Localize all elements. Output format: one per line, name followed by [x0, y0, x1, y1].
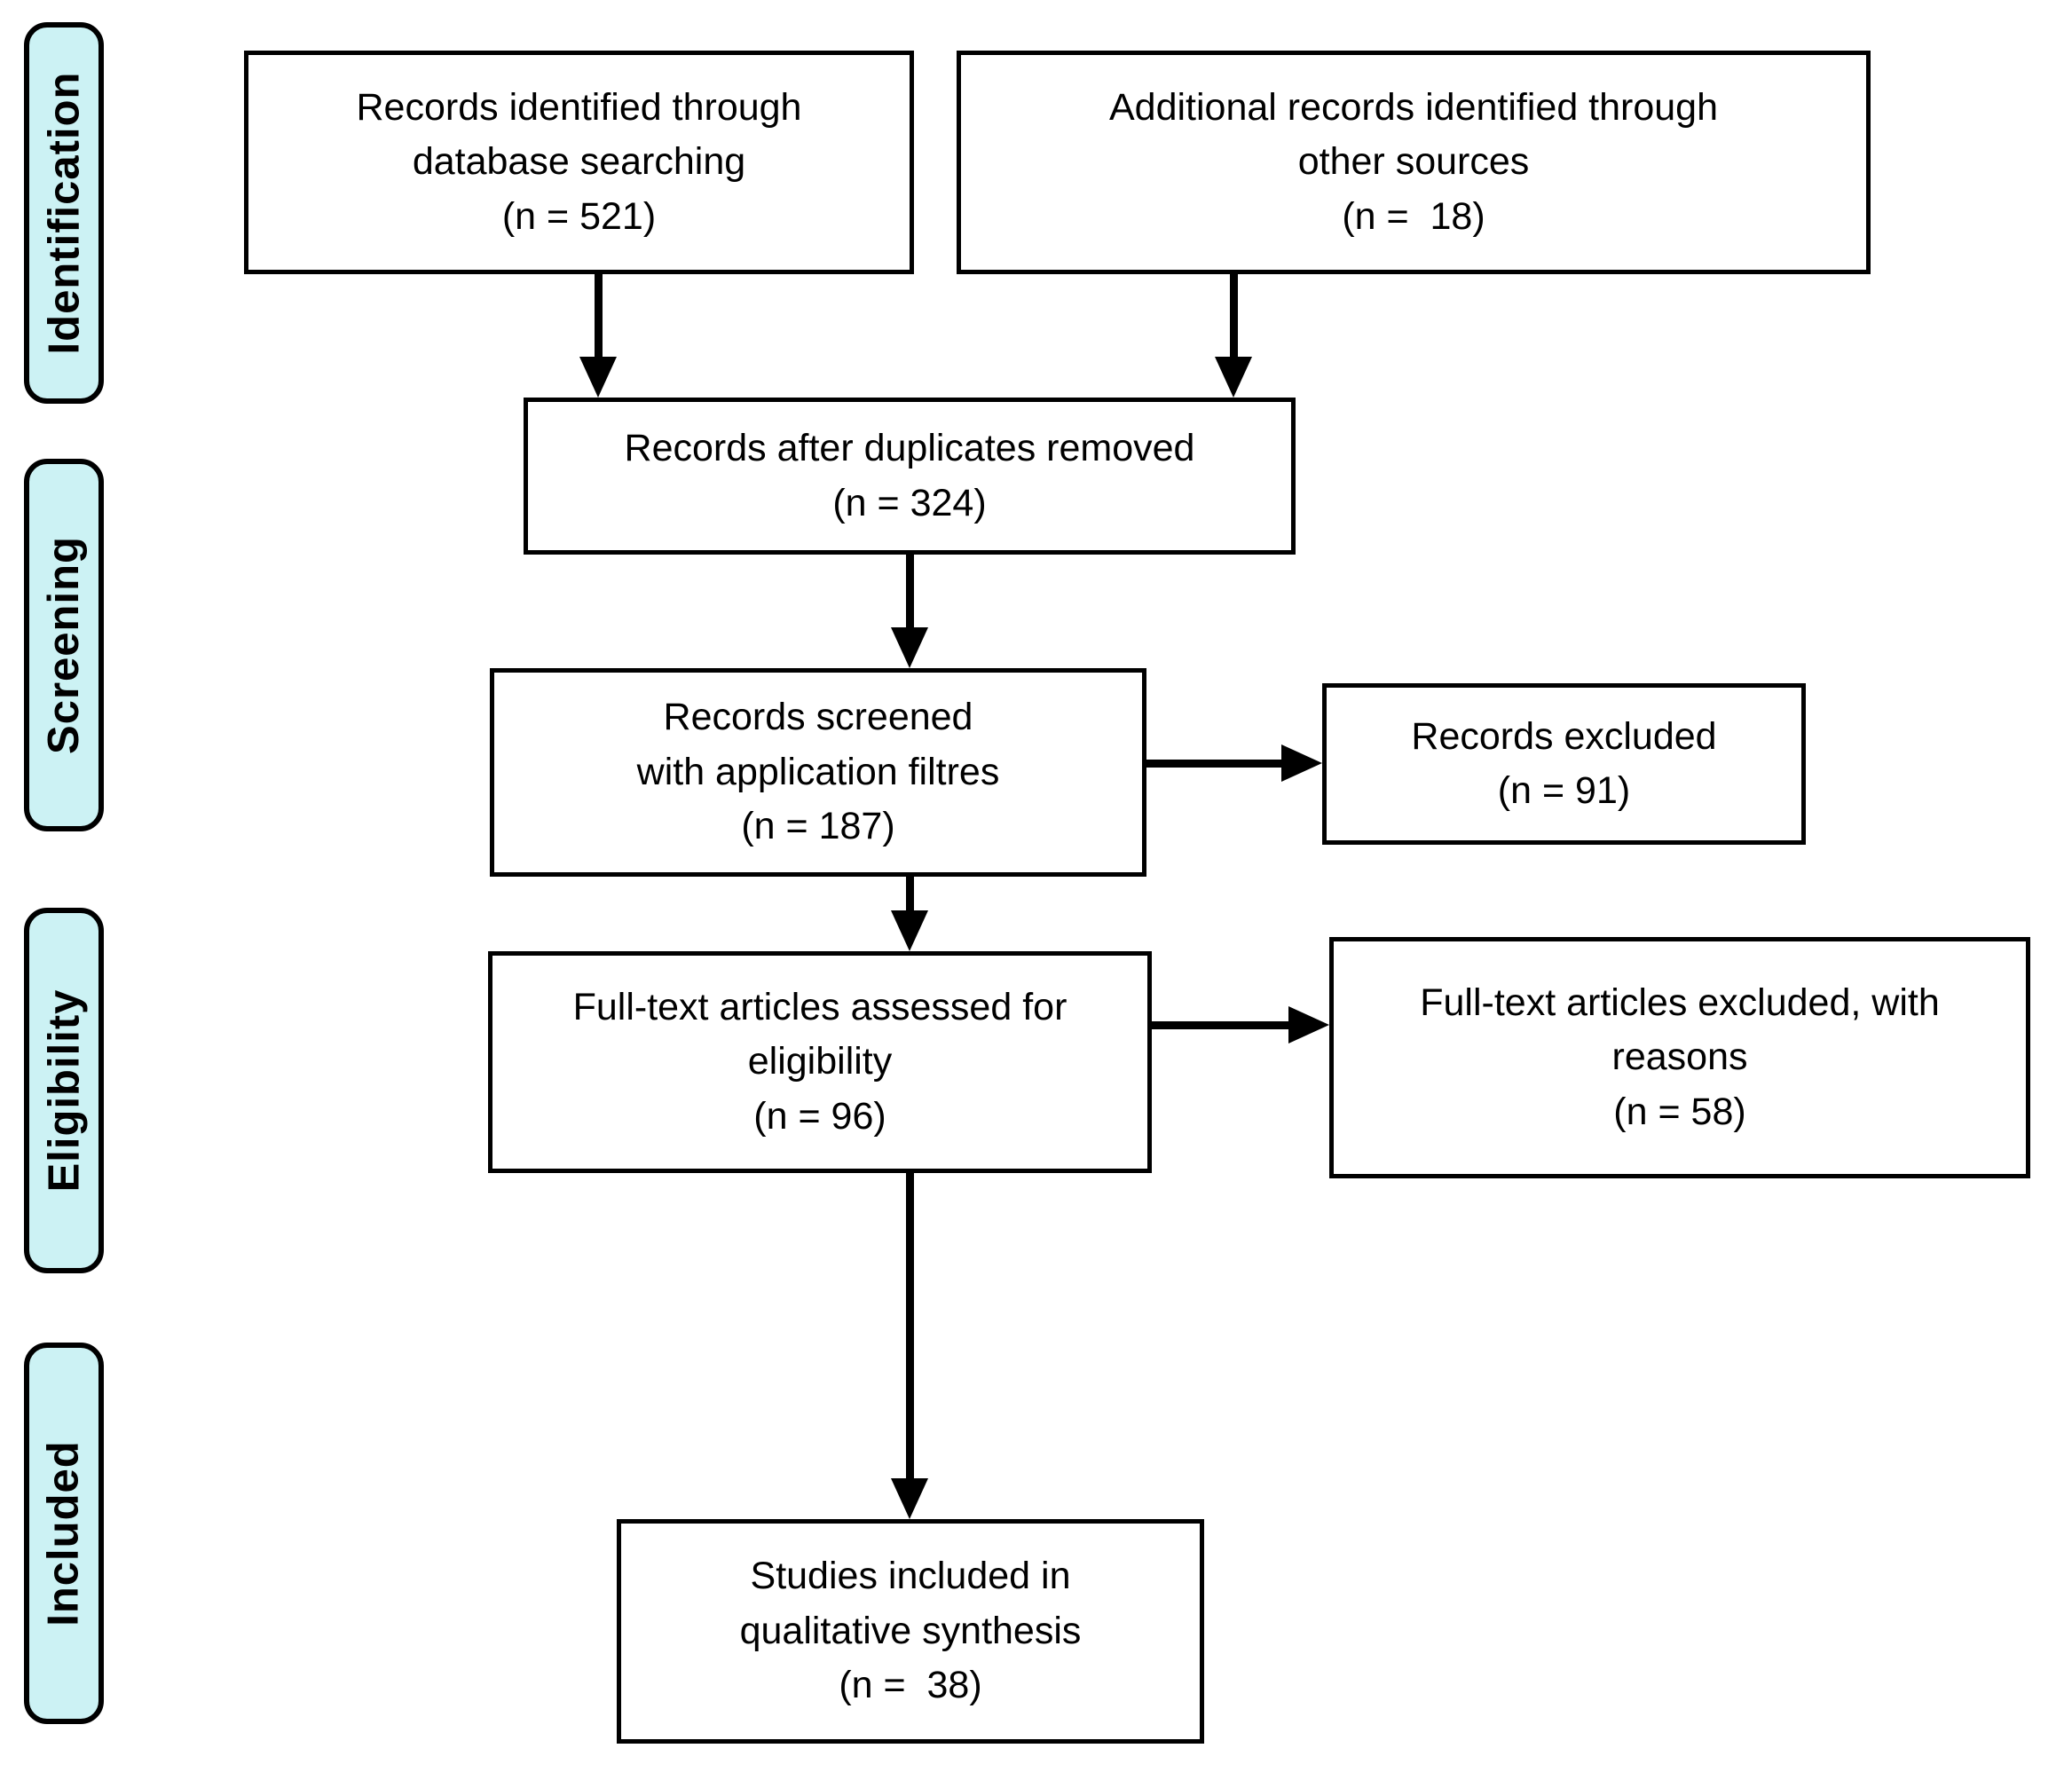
box-fulltext-assessed: Full-text articles assessed for eligibil…	[488, 951, 1152, 1173]
stage-eligibility-label: Eligibility	[40, 988, 89, 1193]
box-fulltext-excluded-line2: reasons	[1611, 1036, 1748, 1079]
box-fulltext-assessed-line2: eligibility	[747, 1040, 893, 1083]
box-records-identified: Records identified through database sear…	[244, 51, 914, 274]
box-records-screened-line2: with application filtres	[636, 750, 1000, 793]
box-studies-included-line2: qualitative synthesis	[739, 1609, 1082, 1652]
arrow-screened-to-excluded-line	[1145, 760, 1285, 768]
box-duplicates-removed-count: (n = 324)	[832, 481, 987, 524]
box-studies-included: Studies included in qualitative synthesi…	[617, 1519, 1204, 1744]
box-fulltext-excluded-count: (n = 58)	[1613, 1090, 1746, 1133]
arrow-fulltext-to-excluded-line	[1150, 1021, 1292, 1029]
box-studies-included-line1: Studies included in	[750, 1555, 1071, 1598]
box-records-excluded-line1: Records excluded	[1411, 714, 1717, 758]
arrow-fulltext-to-included-head-icon	[891, 1478, 928, 1519]
arrow-other-to-duplicates-head-icon	[1215, 357, 1252, 398]
arrow-fulltext-to-excluded-head-icon	[1288, 1006, 1329, 1044]
box-fulltext-assessed-line1: Full-text articles assessed for	[572, 985, 1068, 1028]
arrow-duplicates-to-screened-head-icon	[891, 627, 928, 668]
box-additional-records-count: (n = 18)	[1342, 194, 1485, 238]
arrow-db-to-duplicates-line	[595, 272, 603, 359]
box-records-identified-count: (n = 521)	[501, 194, 657, 238]
box-records-excluded-count: (n = 91)	[1497, 769, 1631, 812]
box-records-identified-line2: database searching	[412, 140, 746, 184]
box-additional-records-line2: other sources	[1297, 140, 1530, 184]
box-additional-records-line1: Additional records identified through	[1108, 85, 1719, 129]
arrow-screened-to-excluded-head-icon	[1281, 744, 1322, 782]
arrow-db-to-duplicates-head-icon	[579, 357, 617, 398]
box-records-screened-count: (n = 187)	[741, 805, 895, 848]
stage-screening: Screening	[24, 459, 104, 831]
box-fulltext-excluded: Full-text articles excluded, with reason…	[1329, 937, 2030, 1178]
box-records-excluded: Records excluded (n = 91)	[1322, 683, 1806, 845]
stage-identification-label: Identification	[40, 71, 89, 355]
arrow-screened-to-fulltext-line	[906, 875, 914, 914]
box-fulltext-assessed-count: (n = 96)	[753, 1094, 886, 1138]
box-studies-included-count: (n = 38)	[839, 1664, 982, 1707]
stage-eligibility: Eligibility	[24, 908, 104, 1273]
box-additional-records: Additional records identified through ot…	[957, 51, 1871, 274]
arrow-fulltext-to-included-line	[906, 1171, 914, 1482]
box-duplicates-removed: Records after duplicates removed (n = 32…	[524, 398, 1296, 555]
stage-screening-label: Screening	[40, 536, 89, 754]
box-duplicates-removed-line1: Records after duplicates removed	[624, 427, 1195, 470]
box-fulltext-excluded-line1: Full-text articles excluded, with	[1420, 981, 1940, 1024]
stage-identification: Identification	[24, 22, 104, 404]
arrow-other-to-duplicates-line	[1230, 272, 1238, 359]
arrow-duplicates-to-screened-line	[906, 553, 914, 629]
box-records-screened: Records screened with application filtre…	[490, 668, 1146, 877]
box-records-identified-line1: Records identified through	[356, 85, 802, 129]
stage-included: Included	[24, 1343, 104, 1724]
arrow-screened-to-fulltext-head-icon	[891, 910, 928, 951]
stage-included-label: Included	[40, 1440, 88, 1626]
box-records-screened-line1: Records screened	[663, 696, 973, 739]
